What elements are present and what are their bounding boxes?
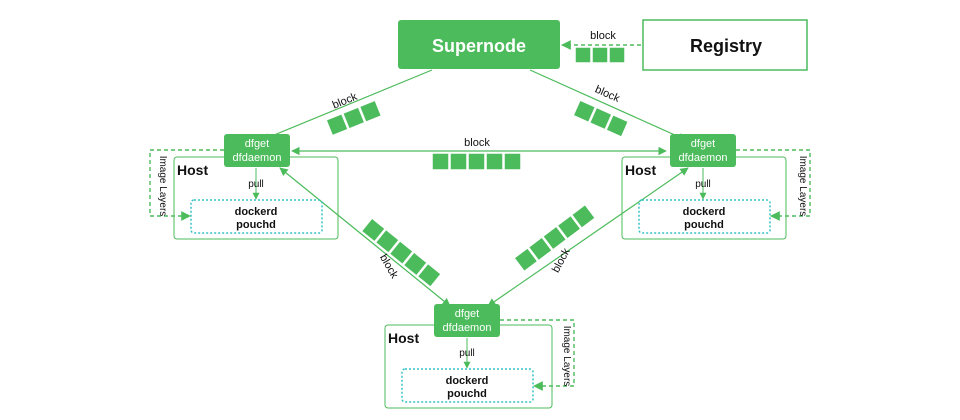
- engine-line1: dockerd: [235, 206, 278, 218]
- pull-label: pull: [459, 348, 475, 359]
- image-layers-label: Image Layers: [797, 156, 808, 217]
- image-layers-loop: [500, 319, 575, 391]
- peer-bottom: Host dockerd pouchd pull dfget dfdaemon …: [384, 304, 575, 409]
- dfget-box: [224, 134, 290, 167]
- engine-box: [401, 368, 534, 403]
- pull-label: pull: [248, 179, 264, 190]
- agent-line2: dfdaemon: [679, 152, 728, 164]
- dfget-box: [670, 134, 736, 167]
- peer-left: Host dockerd pouchd pull dfget dfdaemon …: [149, 134, 339, 240]
- pull-label: pull: [695, 179, 711, 190]
- registry-label: Registry: [690, 36, 762, 56]
- engine-line2: pouchd: [236, 219, 276, 231]
- block-label-registry: block: [590, 30, 616, 42]
- dfget-box: [434, 304, 500, 337]
- supernode-label: Supernode: [432, 36, 526, 56]
- block-right-bottom: block: [512, 203, 597, 275]
- image-layers-label: Image Layers: [561, 326, 572, 387]
- edge-supernode-right: [529, 69, 687, 141]
- registry-node: Registry: [642, 19, 808, 71]
- peer-right: Host dockerd pouchd pull dfget dfdaemon …: [621, 134, 811, 240]
- host-label: Host: [625, 162, 656, 178]
- agent-line1: dfget: [455, 308, 479, 320]
- agent-line1: dfget: [245, 138, 269, 150]
- host-label: Host: [388, 330, 419, 346]
- image-layers-label: Image Layers: [157, 156, 168, 217]
- engine-box: [190, 199, 323, 234]
- edge-supernode-left: [261, 69, 433, 142]
- engine-line2: pouchd: [447, 388, 487, 400]
- edge-left-bottom: [279, 167, 451, 307]
- host-label: Host: [177, 162, 208, 178]
- edge-right-bottom: [487, 167, 689, 307]
- connections: [261, 40, 689, 307]
- supernode-node: Supernode: [398, 20, 560, 69]
- block-registry-supernode: block: [574, 30, 626, 64]
- block-label-left-right: block: [464, 137, 490, 149]
- block-label-supernode-right: block: [593, 84, 622, 106]
- image-layers-loop: [736, 149, 811, 221]
- engine-line1: dockerd: [446, 375, 489, 387]
- engine-box: [638, 199, 771, 234]
- engine-line1: dockerd: [683, 206, 726, 218]
- block-left-bottom: block: [360, 216, 443, 289]
- agent-line2: dfdaemon: [443, 322, 492, 334]
- agent-line1: dfget: [691, 138, 715, 150]
- engine-line2: pouchd: [684, 219, 724, 231]
- agent-line2: dfdaemon: [233, 152, 282, 164]
- block-supernode-left: block: [325, 91, 383, 137]
- block-left-right: block: [431, 137, 522, 171]
- image-layers-loop: [149, 149, 224, 221]
